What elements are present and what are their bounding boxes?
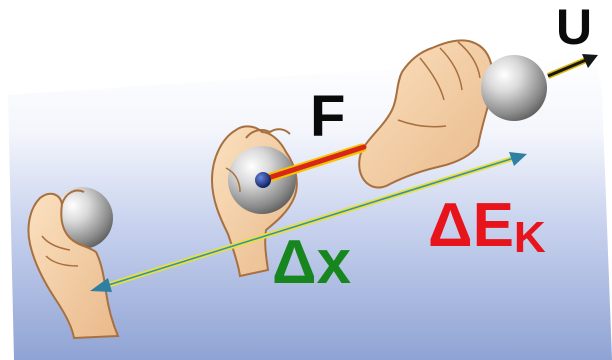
ball-icon bbox=[481, 55, 547, 121]
kinetic-energy-label: ΔEK bbox=[428, 195, 546, 260]
velocity-label: U bbox=[556, 2, 592, 52]
kinetic-energy-symbol: ΔE bbox=[428, 191, 514, 260]
kinetic-energy-subscript: K bbox=[514, 213, 546, 262]
force-origin-dot bbox=[255, 172, 271, 188]
force-label: F bbox=[310, 88, 345, 146]
displacement-label: Δx bbox=[272, 232, 351, 294]
